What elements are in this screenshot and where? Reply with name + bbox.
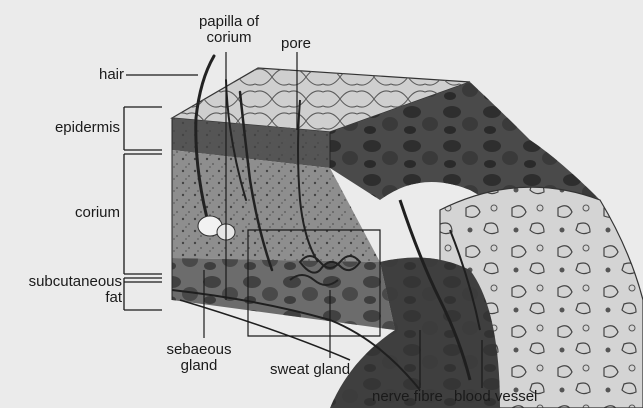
layer-brackets bbox=[124, 107, 162, 310]
label-sebaceous-gland: sebaeous gland bbox=[156, 342, 242, 374]
label-blood-vessel: blood vessel bbox=[454, 389, 537, 405]
label-corium: corium bbox=[50, 205, 120, 221]
label-subcutaneous-fat: subcutaneous fat bbox=[4, 274, 122, 306]
label-nerve-fibre: nerve fibre bbox=[372, 389, 443, 405]
label-hair: hair bbox=[80, 67, 124, 83]
label-pore: pore bbox=[276, 36, 316, 52]
label-sweat-gland: sweat gland bbox=[270, 362, 350, 378]
label-epidermis: epidermis bbox=[34, 120, 120, 136]
label-papilla-of-corium: papilla of corium bbox=[186, 14, 272, 46]
